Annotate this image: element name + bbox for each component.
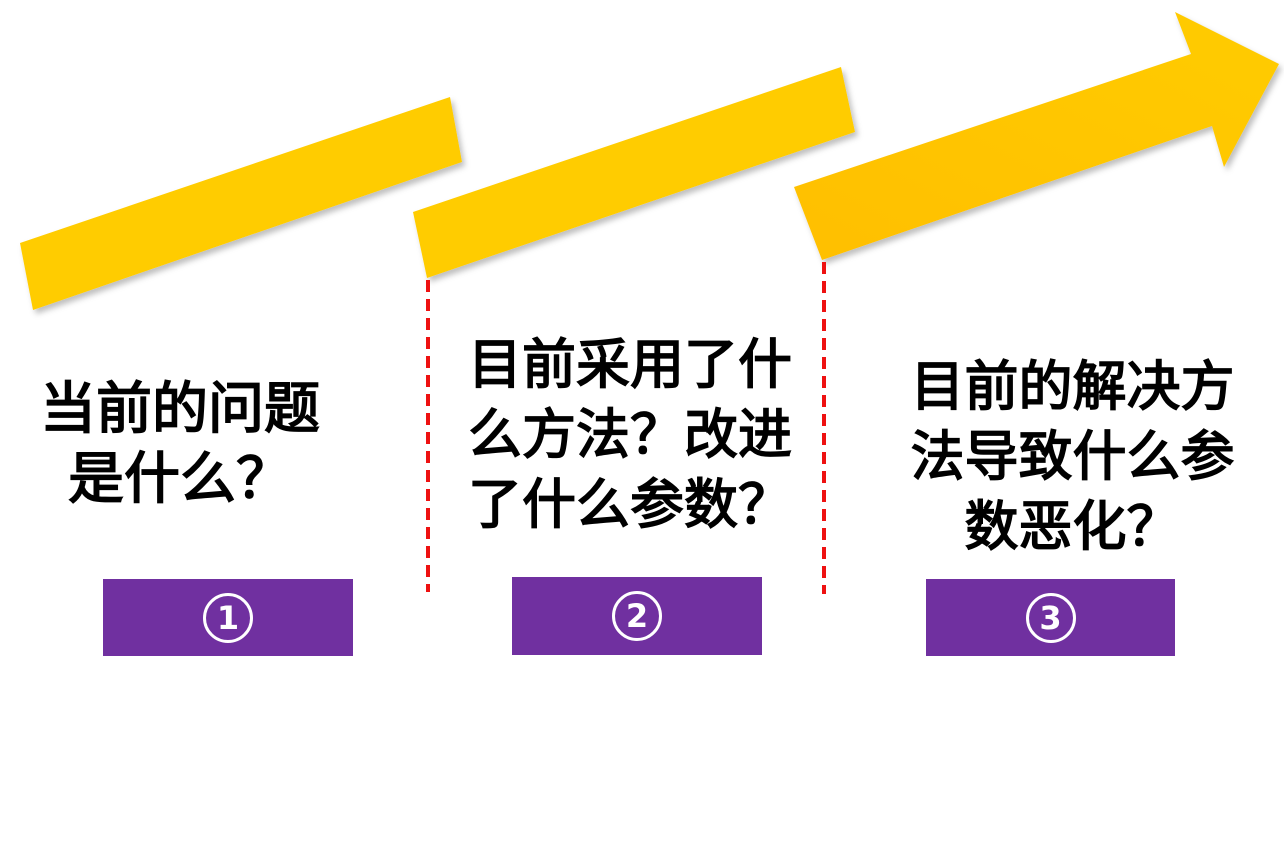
step-1-badge: 1 (103, 579, 353, 656)
step-3-badge: 3 (926, 579, 1175, 656)
arrow-segment-1 (20, 97, 462, 310)
step-1-question: 当前的问题 是什么？ (40, 377, 320, 512)
step-2-question: 目前采用了什 么方法？改进 了什么参数？ (468, 333, 792, 536)
step-2-number: 2 (612, 591, 662, 641)
step-3-number: 3 (1025, 592, 1076, 643)
step-1-number: 1 (203, 592, 253, 643)
step-3-question: 目前的解决方 法导致什么参 数恶化？ (910, 355, 1235, 558)
step-2-badge: 2 (512, 577, 762, 655)
arrow-segment-2 (413, 67, 855, 278)
arrow-head-segment (794, 12, 1279, 260)
